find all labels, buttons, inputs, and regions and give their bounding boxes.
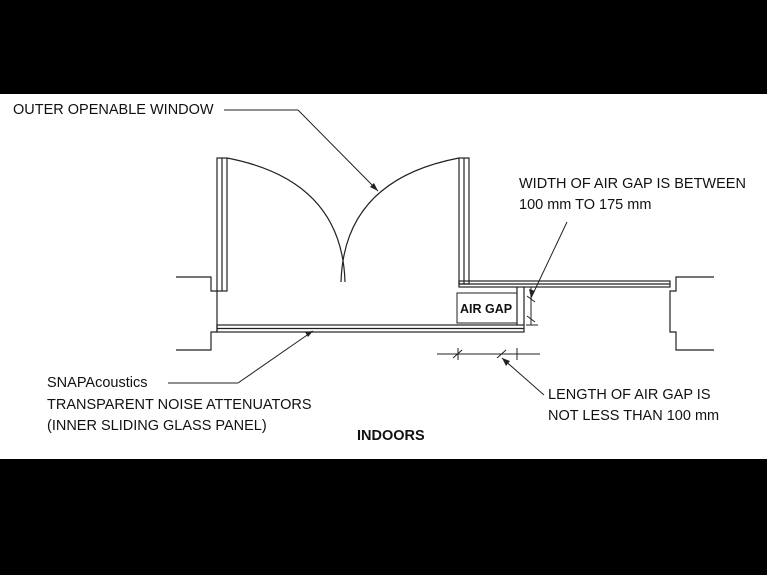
window-plan-drawing [168,109,714,396]
arrow-length [502,358,510,366]
length-label-line1: LENGTH OF AIR GAP IS [548,387,711,403]
right-wall [669,276,714,351]
snap-label-line3: (INNER SLIDING GLASS PANEL) [47,418,267,434]
width-label-line2: 100 mm TO 175 mm [519,197,652,213]
inner-panel-return [516,287,525,325]
outer-window-label: OUTER OPENABLE WINDOW [13,102,214,118]
right-swing-arc [340,157,460,283]
arrow-width [529,289,535,298]
leader-width [530,221,568,299]
snap-label-line2: TRANSPARENT NOISE ATTENUATORS [47,397,312,413]
left-swing-arc [226,157,346,283]
width-label-line1: WIDTH OF AIR GAP IS BETWEEN [519,176,746,192]
air-gap-box [456,292,518,324]
indoors-label: INDOORS [357,428,425,444]
arrow-outer-window [370,183,378,191]
left-wall [176,276,218,351]
arrow-snap [305,331,313,337]
drawing-panel: OUTER OPENABLE WINDOW WIDTH OF AIR GAP I… [0,94,767,459]
length-label-line2: NOT LESS THAN 100 mm [548,408,720,424]
leader-length [501,357,545,396]
air-gap-label: AIR GAP [460,302,513,316]
snap-label-line1: SNAPAcoustics [47,375,148,391]
